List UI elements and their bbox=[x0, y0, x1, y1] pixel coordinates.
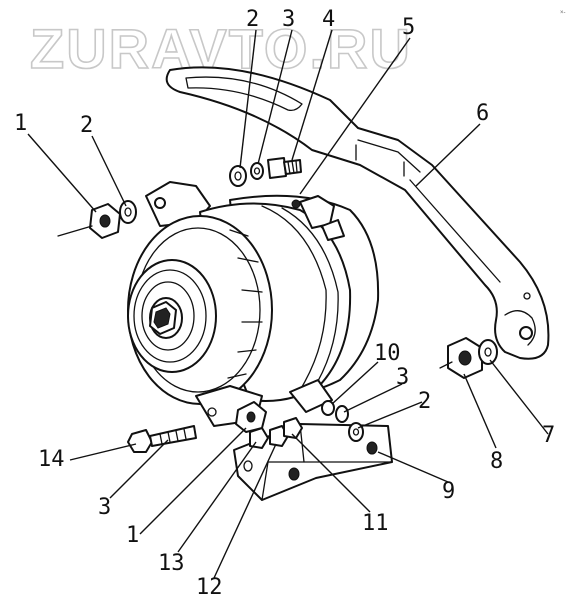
callout-7: 7 bbox=[542, 423, 555, 448]
bracket-bolt-set bbox=[229, 157, 302, 187]
left-nut-washer bbox=[57, 200, 137, 239]
callout-5: 5 bbox=[402, 15, 415, 40]
callout-8: 8 bbox=[490, 449, 503, 474]
callout-leaders bbox=[27, 29, 549, 579]
bracket-end-nut bbox=[439, 337, 498, 379]
callout-3a: 3 bbox=[282, 7, 295, 32]
watermark-small-text: ×‐ bbox=[560, 10, 566, 16]
callout-2b: 2 bbox=[246, 7, 259, 32]
lower-left-bolt-set bbox=[127, 401, 267, 453]
callout-1b: 1 bbox=[126, 523, 139, 548]
callout-1a: 1 bbox=[14, 111, 27, 136]
callout-11: 11 bbox=[362, 511, 389, 536]
alternator bbox=[127, 181, 380, 427]
callout-labels: 1 2 2 3 4 5 6 7 8 9 10 3 2 14 3 1 13 12 … bbox=[14, 7, 555, 600]
callout-14: 14 bbox=[38, 447, 65, 472]
callout-3b: 3 bbox=[396, 365, 409, 390]
callout-9: 9 bbox=[442, 479, 455, 504]
callout-10: 10 bbox=[374, 341, 401, 366]
callout-13: 13 bbox=[158, 551, 185, 576]
tension-bracket bbox=[165, 66, 550, 360]
callout-12: 12 bbox=[196, 575, 223, 600]
callout-2a: 2 bbox=[80, 113, 93, 138]
callout-6: 6 bbox=[476, 101, 489, 126]
lower-bracket-hardware bbox=[249, 400, 364, 449]
callout-2c: 2 bbox=[418, 389, 431, 414]
callout-3c: 3 bbox=[98, 495, 111, 520]
callout-4: 4 bbox=[322, 7, 335, 32]
